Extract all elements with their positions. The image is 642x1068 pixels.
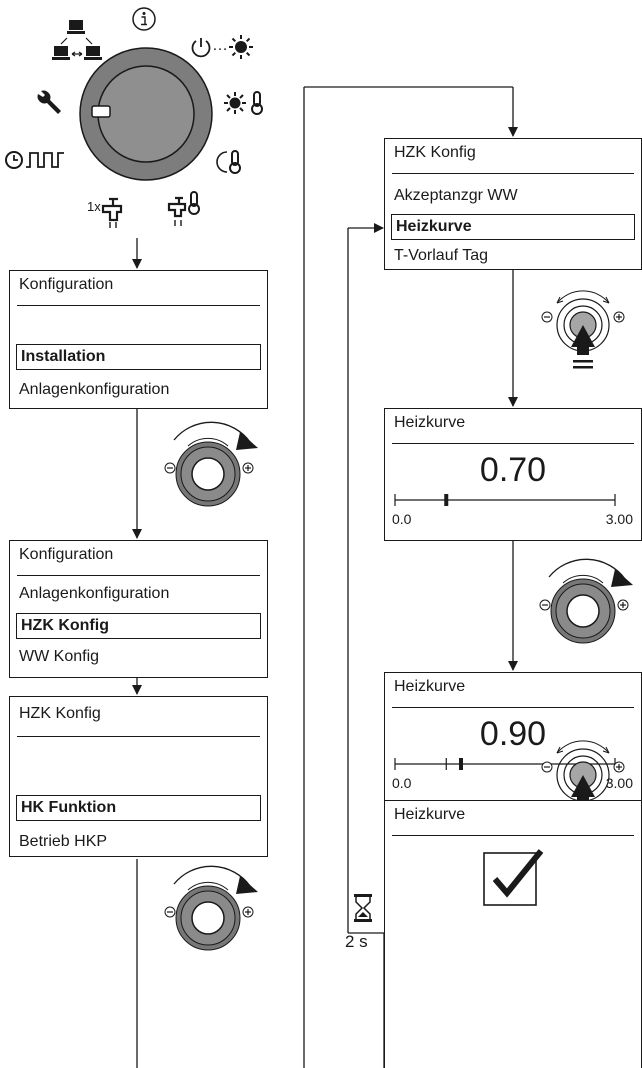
scale-max-label: 3.00 bbox=[605, 511, 633, 527]
screen-title: Konfiguration bbox=[19, 546, 114, 563]
scale-value-marker bbox=[459, 758, 463, 770]
info-icon bbox=[131, 6, 157, 37]
screen-konfiguration-hzk: Konfiguration Anlagenkonfiguration HZK K… bbox=[9, 540, 268, 678]
selected-item[interactable]: HK Funktion bbox=[16, 795, 261, 821]
selected-item-label: HZK Konfig bbox=[21, 617, 109, 634]
menu-item[interactable]: WW Konfig bbox=[19, 648, 100, 665]
network-icon bbox=[52, 18, 102, 73]
menu-item[interactable]: T-Vorlauf Tag bbox=[394, 247, 488, 264]
selected-item[interactable]: Heizkurve bbox=[391, 214, 635, 240]
selected-item[interactable]: Installation bbox=[16, 344, 261, 370]
screen-title: Heizkurve bbox=[394, 678, 466, 695]
standby-sun-icon: … bbox=[191, 34, 255, 65]
selected-item-label: Installation bbox=[21, 348, 106, 365]
menu-item[interactable]: Akzeptanzgr WW bbox=[394, 187, 518, 204]
wrench-icon bbox=[34, 88, 64, 123]
selected-item-label: HK Funktion bbox=[21, 799, 117, 816]
selected-item-label: Heizkurve bbox=[396, 218, 472, 235]
screen-hzk-konfig-hk-funktion: HZK Konfig HK Funktion Betrieb HKP bbox=[9, 696, 268, 857]
scale-min-label: 0.0 bbox=[392, 775, 412, 791]
title-divider bbox=[392, 707, 634, 708]
sun-thermometer-icon bbox=[222, 90, 268, 121]
scale-min-label: 0.0 bbox=[392, 511, 412, 527]
scale-max-label: 3.00 bbox=[605, 775, 633, 791]
selected-item[interactable]: HZK Konfig bbox=[16, 613, 261, 639]
timer-label: 2 s bbox=[345, 932, 368, 951]
screen-heizkurve-new-value-frame: Heizkurve 0.90 0.0 3.00 bbox=[384, 672, 642, 806]
curve-value: 0.70 bbox=[479, 451, 547, 489]
screen-heizkurve-confirm: Heizkurve bbox=[384, 800, 642, 1068]
title-divider bbox=[17, 736, 260, 737]
screen-title: Konfiguration bbox=[19, 276, 114, 293]
rotary-knob-turn-right[interactable] bbox=[160, 862, 270, 977]
screen-konfiguration-installation: Konfiguration Installation Anlagenkonfig… bbox=[9, 270, 268, 409]
standby-dots: … bbox=[212, 37, 228, 54]
rotary-knob-turn-right[interactable] bbox=[535, 555, 642, 670]
title-divider bbox=[17, 575, 260, 576]
scale-value-marker bbox=[444, 494, 449, 506]
value-scale[interactable] bbox=[385, 489, 641, 511]
once-label: 1x bbox=[87, 199, 101, 214]
title-divider bbox=[392, 835, 634, 836]
menu-item[interactable]: Anlagenkonfiguration bbox=[19, 585, 170, 602]
selector-dial[interactable] bbox=[76, 44, 216, 184]
rotary-knob-press[interactable] bbox=[535, 275, 642, 390]
curve-value: 0.90 bbox=[479, 715, 547, 753]
screen-title: HZK Konfig bbox=[394, 144, 476, 161]
knob-rotate-graphic bbox=[164, 865, 258, 951]
knob-rotate-graphic bbox=[539, 558, 633, 644]
title-divider bbox=[17, 305, 260, 306]
screen-title: Heizkurve bbox=[394, 414, 466, 431]
knob-press-graphic bbox=[541, 290, 625, 369]
knob-rotate-graphic bbox=[164, 421, 258, 507]
menu-item[interactable]: Anlagenkonfiguration bbox=[19, 381, 170, 398]
title-divider bbox=[392, 173, 634, 174]
menu-item[interactable]: Betrieb HKP bbox=[19, 833, 108, 850]
hourglass-icon bbox=[352, 893, 374, 928]
screen-heizkurve-value: Heizkurve 0.70 0.0 3.00 bbox=[384, 408, 642, 541]
screen-hzk-konfig-heizkurve: HZK Konfig Akzeptanzgr WW Heizkurve T-Vo… bbox=[384, 138, 642, 270]
moon-thermometer-icon bbox=[212, 148, 246, 181]
screen-title: HZK Konfig bbox=[19, 705, 101, 722]
rotary-knob-turn-right[interactable] bbox=[160, 418, 270, 533]
checkmark-icon bbox=[483, 849, 544, 906]
screen-title: Heizkurve bbox=[394, 806, 466, 823]
tap-thermometer-icon bbox=[165, 190, 205, 235]
title-divider bbox=[392, 443, 634, 444]
clock-program-icon bbox=[4, 148, 78, 177]
